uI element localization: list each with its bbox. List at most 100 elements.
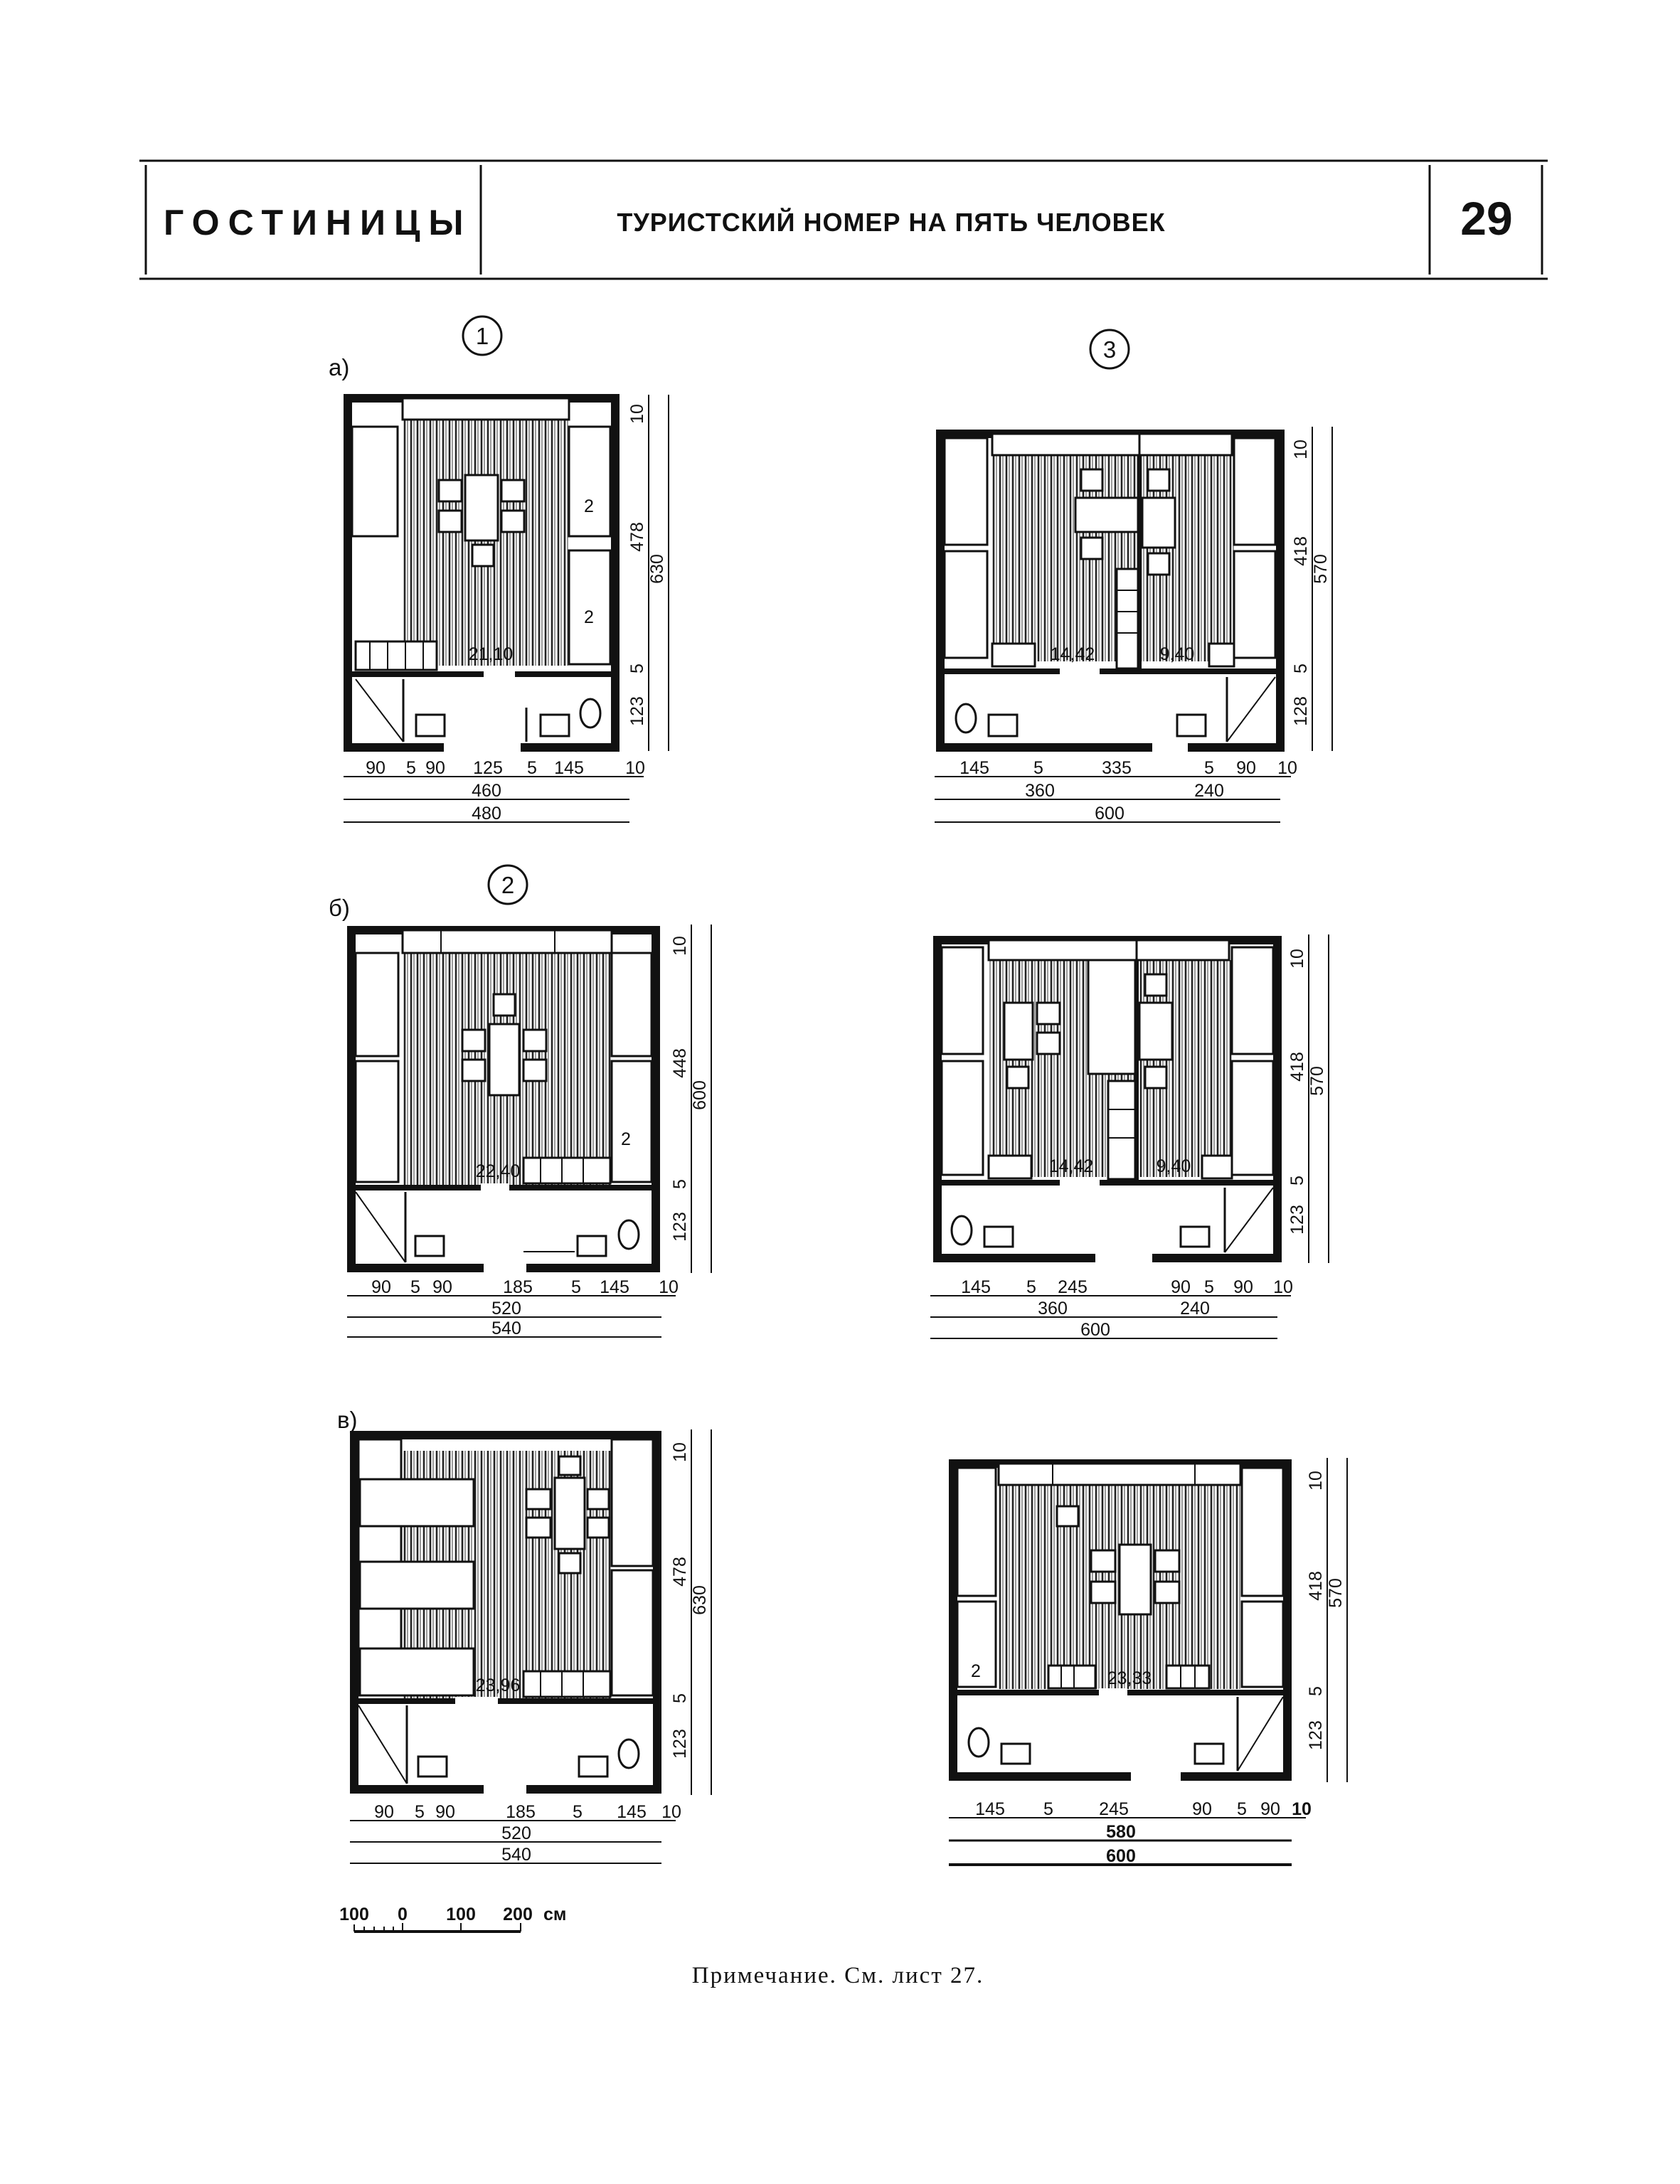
dim-label: 125 (473, 758, 503, 778)
floor-plan-v-1: 23,96 10 478 5 123 630 90 5 90 185 5 145… (350, 1429, 712, 1865)
dim-label: 5 (573, 1802, 583, 1822)
dim-label: 418 (1306, 1571, 1326, 1601)
dim-label: 5 (410, 1277, 420, 1297)
dim-label: 360 (1025, 781, 1055, 801)
dim-label: 5 (571, 1277, 581, 1297)
dim-label: 123 (670, 1729, 690, 1759)
dim-label: 240 (1180, 1299, 1210, 1319)
dim-label: 90 (374, 1802, 394, 1822)
dim-label: 540 (501, 1845, 531, 1865)
svg-text:0: 0 (398, 1905, 408, 1924)
dim-label: 90 (1192, 1799, 1212, 1819)
dim-label: 5 (415, 1802, 425, 1822)
header-section: ГОСТИНИЦЫ (164, 203, 472, 243)
dim-label: 10 (661, 1802, 681, 1822)
svg-text:100: 100 (339, 1905, 369, 1924)
dim-label: 360 (1038, 1299, 1068, 1319)
dim-label: 478 (627, 522, 647, 552)
dim-label: 600 (1080, 1320, 1110, 1340)
dim-label: 570 (1326, 1578, 1346, 1608)
dim-label: 600 (1095, 804, 1125, 824)
dim-label: 145 (617, 1802, 647, 1822)
dim-label: 90 (371, 1277, 391, 1297)
svg-text:2: 2 (501, 872, 514, 898)
dim-label: 123 (1306, 1720, 1326, 1750)
dim-label: 90 (1236, 758, 1256, 778)
dim-label: 10 (1292, 1799, 1312, 1819)
room-area: 14,42 (1049, 1156, 1094, 1176)
dim-label: 245 (1058, 1277, 1088, 1297)
room-area: 23,96 (476, 1676, 521, 1695)
dim-label: 10 (670, 936, 690, 956)
floor-plan-a-3: 14,42 9,40 10 418 5 128 570 145 5 335 5 … (935, 427, 1333, 824)
sheet-header: ГОСТИНИЦЫ ТУРИСТСКИЙ НОМЕР НА ПЯТЬ ЧЕЛОВ… (139, 159, 1548, 280)
dim-label: 145 (600, 1277, 629, 1297)
floor-plan-b-2: 22,40 2 10 448 5 123 600 90 5 90 185 5 1… (347, 925, 712, 1338)
room-area: 23,33 (1107, 1668, 1152, 1688)
dim-label: 10 (1306, 1471, 1326, 1491)
dim-label: 600 (1106, 1846, 1136, 1866)
dim-label: 335 (1102, 758, 1132, 778)
dim-label: 90 (432, 1277, 452, 1297)
dim-label: 580 (1106, 1822, 1136, 1842)
room-area: 14,42 (1051, 644, 1095, 664)
dim-label: 10 (625, 758, 645, 778)
dim-label: 5 (527, 758, 537, 778)
dim-label: 478 (670, 1557, 690, 1587)
svg-text:200: 200 (503, 1905, 533, 1924)
dim-label: 480 (472, 804, 501, 824)
dim-label: 90 (425, 758, 445, 778)
dim-label: 123 (627, 696, 647, 726)
dim-label: 5 (1204, 758, 1214, 778)
dim-label: 448 (670, 1048, 690, 1078)
dim-label: 123 (1287, 1205, 1307, 1235)
dim-label: 520 (491, 1299, 521, 1319)
svg-text:1: 1 (476, 323, 489, 349)
dim-label: 630 (690, 1585, 710, 1615)
footnote: Примечание. См. лист 27. (692, 1963, 984, 1988)
dim-label: 185 (503, 1277, 533, 1297)
dim-label: 630 (647, 554, 667, 584)
dim-label: 5 (1237, 1799, 1247, 1819)
dim-label: 5 (1306, 1686, 1326, 1696)
dim-label: 145 (961, 1277, 991, 1297)
room-area: 9,40 (1160, 644, 1195, 664)
dim-label: 145 (554, 758, 584, 778)
dim-label: 90 (435, 1802, 455, 1822)
dim-label: 460 (472, 781, 501, 801)
dim-label: 418 (1291, 536, 1311, 566)
dim-label: 90 (1171, 1277, 1191, 1297)
room-area: 21,10 (469, 644, 514, 664)
bed-mark: 2 (971, 1661, 981, 1681)
variant-number-2: 2 (487, 864, 528, 905)
dim-label: 185 (506, 1802, 536, 1822)
dim-label: 128 (1291, 696, 1311, 726)
header-title: ТУРИСТСКИЙ НОМЕР НА ПЯТЬ ЧЕЛОВЕК (617, 207, 1165, 237)
dim-label: 123 (670, 1212, 690, 1242)
room-area: 9,40 (1157, 1156, 1191, 1176)
dim-label: 5 (670, 1179, 690, 1189)
dim-label: 5 (627, 664, 647, 673)
dim-label: 145 (975, 1799, 1005, 1819)
dim-label: 570 (1311, 554, 1331, 584)
dim-label: 5 (1204, 1277, 1214, 1297)
dim-label: 145 (959, 758, 989, 778)
dim-label: 10 (1273, 1277, 1293, 1297)
floor-plan-v-2: 23,33 2 10 418 5 123 570 145 5 245 90 5 … (949, 1458, 1348, 1866)
dim-label: 10 (670, 1442, 690, 1462)
dim-label: 90 (366, 758, 386, 778)
dim-label: 10 (1287, 949, 1307, 969)
dim-label: 245 (1099, 1799, 1129, 1819)
dim-label: 5 (1287, 1176, 1307, 1186)
svg-text:см: см (543, 1905, 566, 1924)
row-label-b: б) (329, 895, 350, 921)
dim-label: 5 (1026, 1277, 1036, 1297)
scale-bar: 100 0 100 200 см (339, 1905, 566, 1933)
dim-label: 5 (1033, 758, 1043, 778)
floor-plan-b-3: 14,42 9,40 10 418 5 123 570 145 5 245 90… (930, 934, 1329, 1340)
dim-label: 240 (1194, 781, 1224, 801)
dim-label: 90 (1260, 1799, 1280, 1819)
row-label-v: в) (337, 1407, 358, 1433)
dim-label: 10 (1291, 440, 1311, 459)
dim-label: 418 (1287, 1052, 1307, 1082)
